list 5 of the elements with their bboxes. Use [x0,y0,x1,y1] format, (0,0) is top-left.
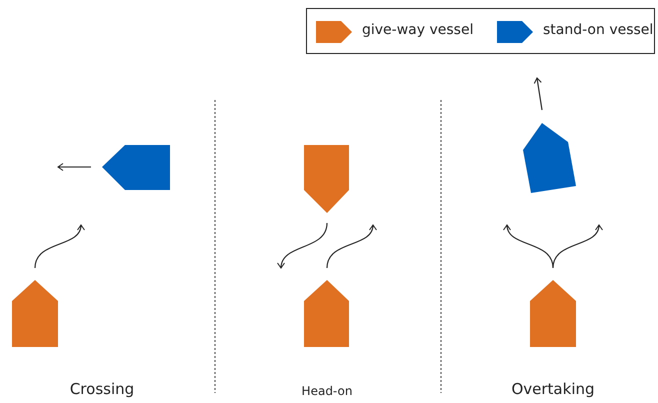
panel-title: Overtaking [511,380,595,398]
panel-title: Head-on [302,384,352,398]
legend-label: give-way vessel [362,22,474,38]
panel-title: Crossing [70,380,134,398]
legend-label: stand-on vessel [543,22,654,38]
